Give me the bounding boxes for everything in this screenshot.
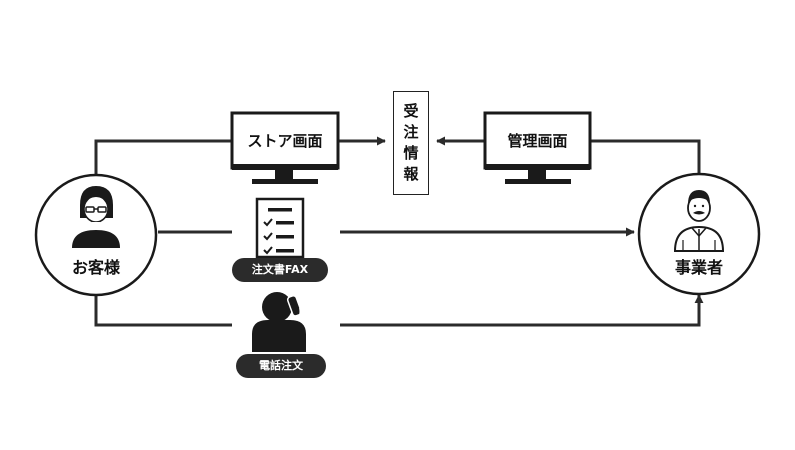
store-monitor-icon — [230, 111, 340, 184]
business-avatar-icon — [673, 190, 725, 252]
order-info-char: 情 — [403, 144, 419, 162]
admin-screen-label: 管理画面 — [507, 132, 568, 150]
customer-label: お客様 — [71, 258, 120, 277]
order-form-icon — [255, 197, 305, 259]
customer-node — [34, 173, 158, 297]
order-info-char: 報 — [403, 165, 419, 183]
order-info-box: 受 注 情 報 — [393, 91, 429, 195]
store-screen-label: ストア画面 — [247, 132, 323, 150]
phone-order-pill: 電話注文 — [236, 354, 326, 378]
business-node — [637, 172, 761, 296]
order-info-char: 注 — [403, 123, 419, 141]
phone-caller-icon — [252, 292, 306, 352]
fax-order-pill: 注文書FAX — [232, 258, 328, 282]
business-to-admin-line — [590, 139, 701, 173]
business-label: 事業者 — [674, 258, 723, 277]
customer-to-phone-line — [94, 292, 232, 327]
order-info-char: 受 — [403, 102, 419, 120]
customer-avatar-icon — [72, 186, 120, 248]
admin-monitor-icon — [483, 111, 592, 184]
phone-to-business-arrow — [340, 294, 704, 327]
customer-to-store-line — [94, 139, 232, 178]
